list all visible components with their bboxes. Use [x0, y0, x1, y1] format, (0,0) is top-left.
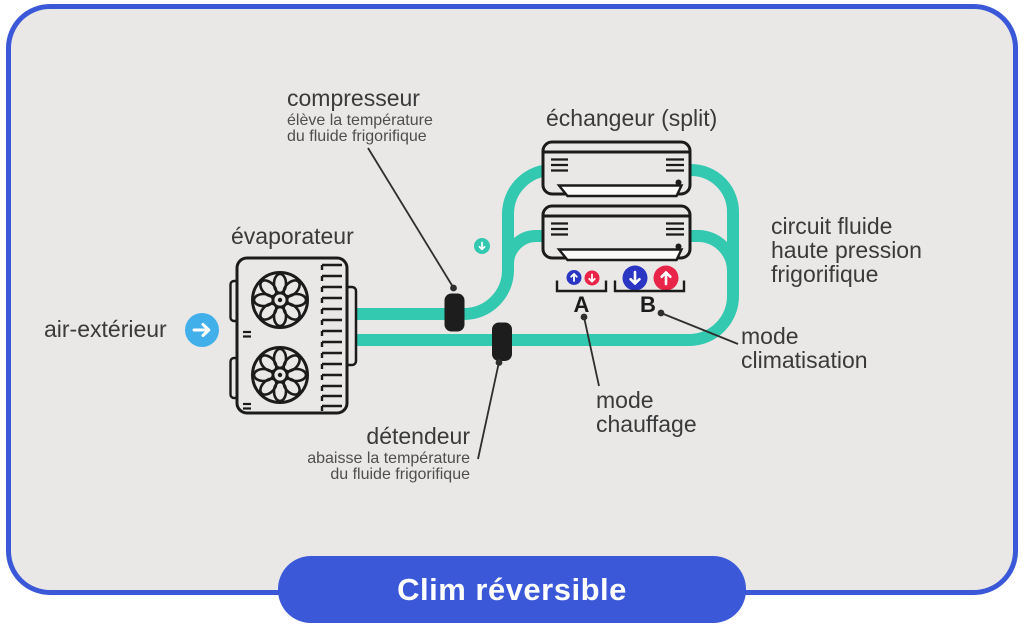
mode-climatisation-line-1: mode — [741, 323, 799, 349]
circuit-line-3: frigorifique — [771, 261, 879, 287]
label-echangeur: échangeur (split) — [546, 106, 717, 131]
label-air-exterieur: air-extérieur — [44, 317, 167, 342]
circuit-line-1: circuit fluide — [771, 213, 893, 239]
title-badge: Clim réversible — [278, 556, 746, 623]
label-mode-climatisation: mode climatisation — [741, 324, 868, 372]
air-exterieur-title: air-extérieur — [44, 316, 167, 342]
label-circuit-fluide: circuit fluide haute pression frigorifiq… — [771, 214, 922, 286]
evaporateur-title: évaporateur — [231, 223, 354, 249]
compresseur-title: compresseur — [287, 85, 420, 111]
detendeur-title: détendeur — [366, 423, 470, 449]
circuit-line-2: haute pression — [771, 237, 922, 263]
diagram-panel — [6, 4, 1018, 595]
detendeur-desc-2: du fluide frigorifique — [330, 465, 470, 483]
label-compresseur: compresseur élève la température du flui… — [287, 86, 433, 144]
title-badge-label: Clim réversible — [397, 571, 627, 607]
detendeur-desc-1: abaisse la température — [307, 450, 470, 467]
mode-climatisation-line-2: climatisation — [741, 347, 868, 373]
label-mode-chauffage: mode chauffage — [596, 388, 697, 436]
compresseur-desc-2: du fluide frigorifique — [287, 127, 427, 145]
label-detendeur: détendeur abaisse la température du flui… — [280, 424, 470, 482]
mode-chauffage-line-1: mode — [596, 387, 654, 413]
echangeur-title: échangeur (split) — [546, 105, 718, 131]
label-evaporateur: évaporateur — [231, 224, 354, 249]
compresseur-desc-1: élève la température — [287, 112, 433, 129]
mode-chauffage-line-2: chauffage — [596, 411, 697, 437]
